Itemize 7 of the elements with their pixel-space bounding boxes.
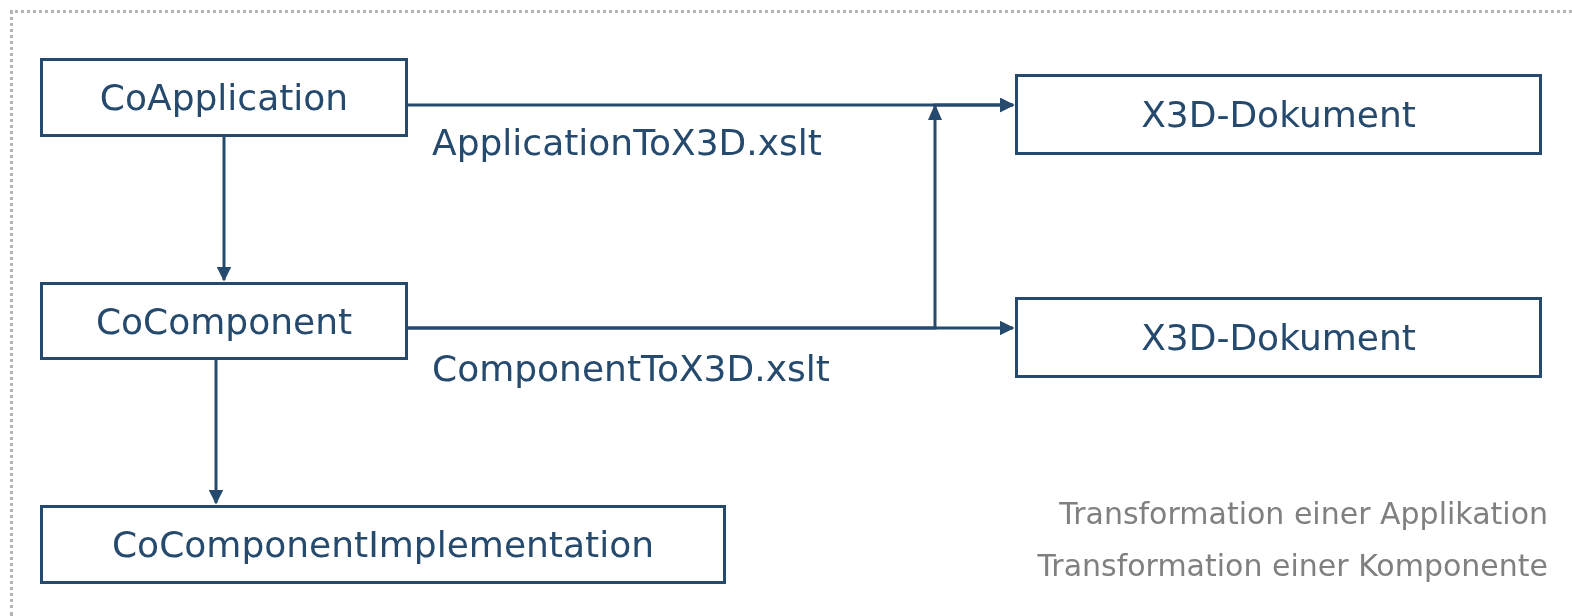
process-box: X3D-Dokument xyxy=(1015,297,1542,378)
process-box: CoComponent xyxy=(40,282,408,360)
process-box: X3D-Dokument xyxy=(1015,74,1542,155)
caption-text: Transformation einer Komponente xyxy=(1037,548,1548,583)
process-box: CoApplication xyxy=(40,58,408,137)
caption-text: Transformation einer Applikation xyxy=(1059,496,1548,531)
process-box: CoComponentImplementation xyxy=(40,505,726,584)
